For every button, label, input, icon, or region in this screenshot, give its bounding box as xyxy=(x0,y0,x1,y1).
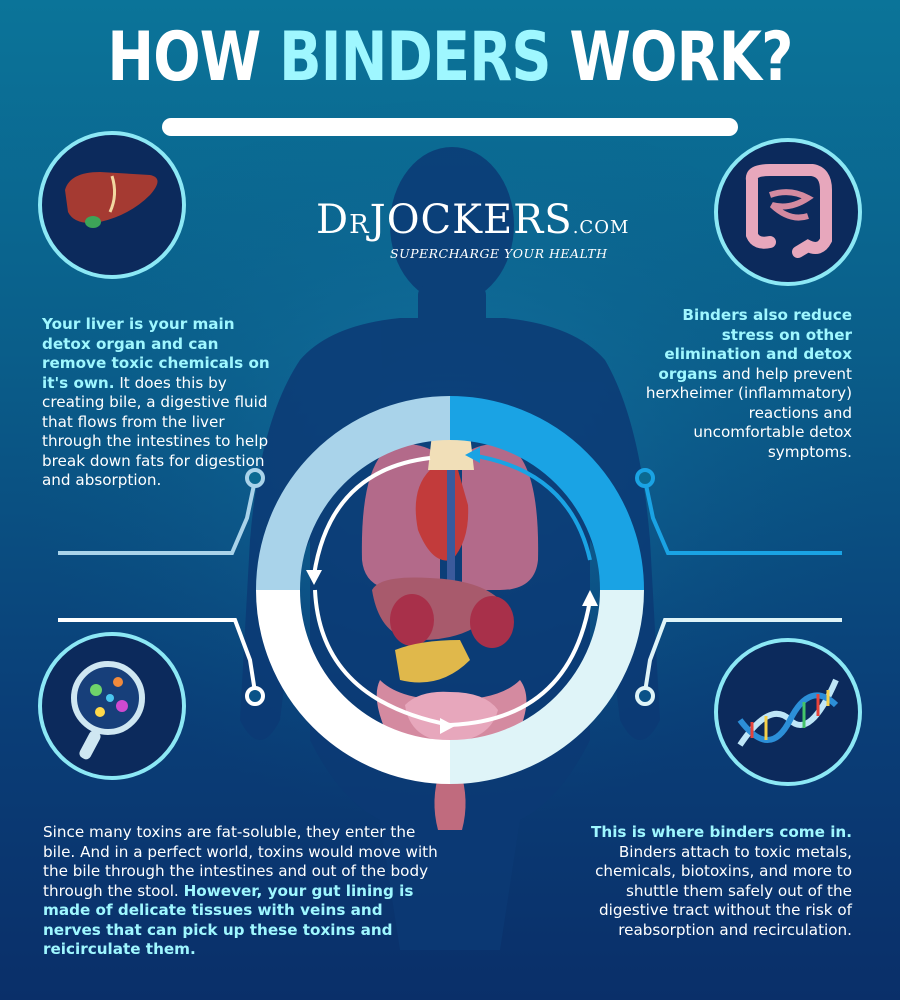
intestines-icon xyxy=(714,138,862,286)
title-highlight: BINDERS xyxy=(279,18,551,97)
title-part2: WORK? xyxy=(550,18,793,97)
binders-text-bold: This is where binders come in. xyxy=(591,823,852,841)
dna-icon xyxy=(714,638,862,786)
binders-text: This is where binders come in. Binders a… xyxy=(560,823,852,940)
magnifier-bacteria-icon xyxy=(38,632,186,780)
logo-tagline: SUPERCHARGE YOUR HEALTH xyxy=(390,246,608,261)
liver-text-bold: Your liver is your main detox organ and … xyxy=(42,315,270,392)
page-title: HOW BINDERS WORK? xyxy=(81,18,819,98)
connector-lines xyxy=(58,468,842,706)
drjockers-logo: DRJOCKERS.COM SUPERCHARGE YOUR HEALTH xyxy=(316,197,628,261)
toxins-text: Since many toxins are fat-soluble, they … xyxy=(43,823,438,960)
title-part1: HOW xyxy=(107,18,280,97)
stress-text-bold2: elimination and detox organs xyxy=(658,345,852,383)
circulation-arrows xyxy=(306,447,598,734)
logo-brand: JOCKERS xyxy=(369,197,573,243)
logo-tld: .COM xyxy=(572,217,630,238)
liver-text-body: It does this by creating bile, a digesti… xyxy=(42,373,269,490)
cycle-ring xyxy=(256,396,644,784)
liver-icon xyxy=(38,131,186,279)
toxins-text-bold: However, your gut lining is made of deli… xyxy=(43,881,414,959)
title-underline xyxy=(162,118,738,136)
logo-d: D xyxy=(316,197,350,243)
toxins-text-body: Since many toxins are fat-soluble, they … xyxy=(43,823,438,900)
binders-text-body: Binders attach to toxic metals, chemical… xyxy=(595,842,852,939)
stress-text-bold1: Binders also reduce stress on other xyxy=(682,306,852,344)
stress-text: Binders also reduce stress on other elim… xyxy=(640,306,852,462)
logo-r: R xyxy=(349,210,370,240)
liver-text: Your liver is your main detox organ and … xyxy=(42,315,280,491)
stress-text-body: and help prevent herxheimer (inflammator… xyxy=(645,364,852,461)
